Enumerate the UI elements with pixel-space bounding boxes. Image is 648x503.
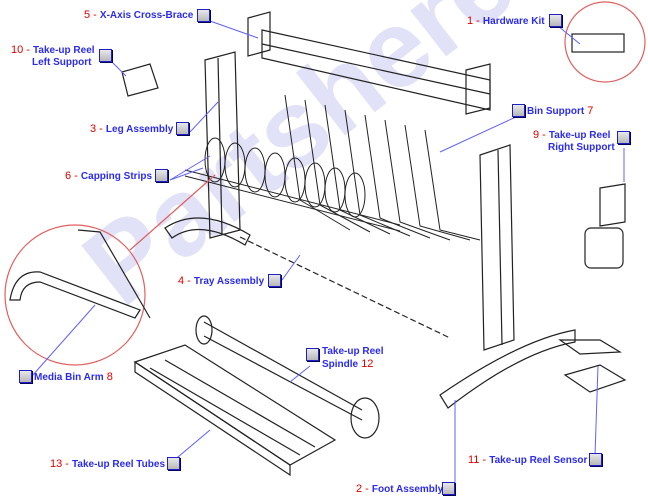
leader-lines (31, 20, 625, 486)
callout-media-bin-arm: Media Bin Arm 8 (34, 371, 113, 383)
left-foot-part (164, 217, 251, 246)
info-button-foot-assembly[interactable] (442, 482, 455, 495)
bin-supports-part (284, 94, 481, 241)
info-button-take-up-reel-left-support[interactable] (99, 49, 112, 62)
callout-take-up-reel-tubes: 13 - Take-up Reel Tubes (50, 458, 166, 470)
hardware-kit-callout-circle (564, 1, 646, 83)
media-bin-arm-part (9, 229, 151, 319)
spindle-part (195, 315, 380, 439)
callout-capping-strips: 6 - Capping Strips (65, 170, 153, 182)
media-bin-arm-callout-circle (4, 224, 146, 366)
callout-foot-assembly: 2 - Foot Assembly (356, 483, 444, 495)
info-button-x-axis-cross-brace[interactable] (197, 9, 210, 22)
info-button-take-up-reel-sensor[interactable] (589, 453, 602, 466)
callout-take-up-reel-sensor: 11 - Take-up Reel Sensor (468, 454, 588, 466)
info-button-take-up-reel-right-support[interactable] (617, 131, 630, 144)
info-button-take-up-reel-tubes[interactable] (167, 457, 180, 470)
info-button-capping-strips[interactable] (155, 169, 168, 182)
callout-bin-support: Bin Support 7 (527, 105, 594, 117)
callout-x-axis-cross-brace: 5 - X-Axis Cross-Brace (84, 9, 194, 21)
info-button-media-bin-arm[interactable] (19, 370, 32, 383)
left-support-part (121, 63, 159, 97)
capping-strips-part (184, 137, 401, 232)
cross-brace-part (247, 11, 491, 115)
callout-tray-assembly: 4 - Tray Assembly (178, 275, 265, 287)
info-button-tray-assembly[interactable] (268, 274, 281, 287)
tube-tray-part (133, 344, 337, 477)
right-support-part (599, 183, 626, 227)
sensor-box-part (584, 227, 624, 269)
hardware-kit-part (571, 33, 625, 53)
sensor-bracket-part (558, 339, 627, 393)
callout-hardware-kit: 1 - Hardware Kit (467, 15, 545, 27)
right-foot-part (439, 329, 576, 409)
info-button-leg-assembly[interactable] (176, 122, 189, 135)
info-button-take-up-reel-spindle[interactable] (306, 348, 319, 361)
callout-leg-assembly: 3 - Leg Assembly (90, 123, 174, 135)
right-leg-part (479, 144, 515, 351)
info-button-hardware-kit[interactable] (549, 14, 562, 27)
info-button-bin-support[interactable] (512, 104, 525, 117)
